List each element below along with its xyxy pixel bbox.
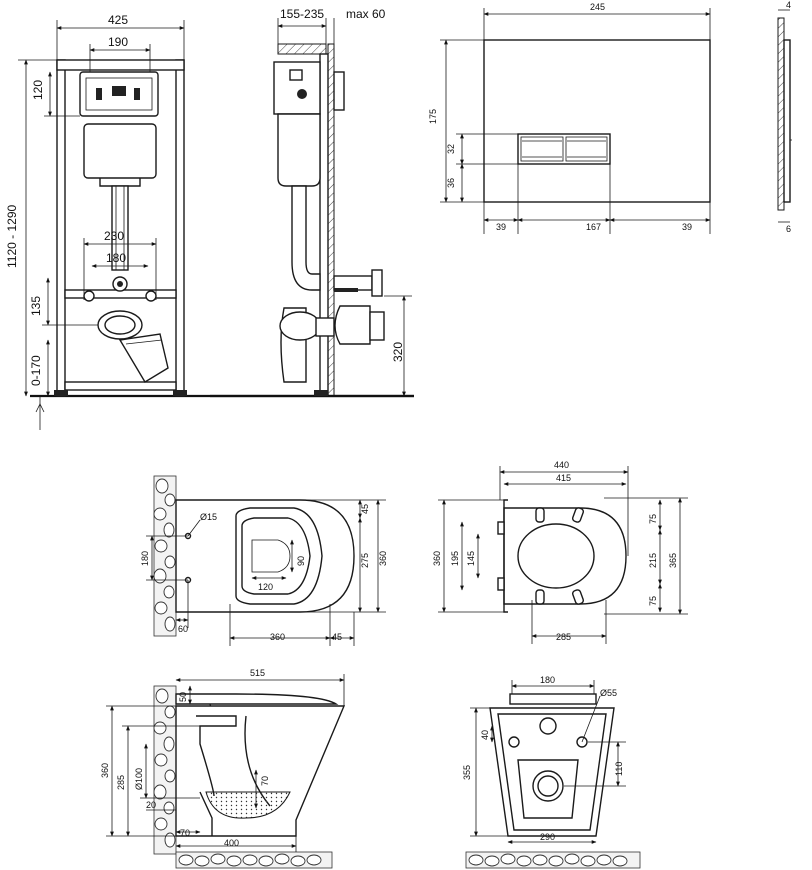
dim-back-hole-height: 40 — [480, 730, 490, 740]
dim-seat-inner: 415 — [556, 473, 571, 483]
dim-plate-width-245: 245 — [590, 2, 605, 12]
stone-wall-top — [153, 475, 177, 637]
frame-side-dimensions: 155-235 max 60 320 — [277, 7, 412, 397]
dim-wall-depth: 6 — [786, 224, 791, 234]
dim-side-total-length: 515 — [250, 668, 265, 678]
seat-top-view — [497, 499, 627, 613]
dim-back-bottom-width: 290 — [540, 832, 555, 842]
dim-outlet-bottom: 20 — [146, 800, 156, 810]
dim-side-height: 360 — [100, 763, 110, 778]
dim-back-top-width: 180 — [540, 675, 555, 685]
dim-drain-axis: 320 — [391, 342, 405, 362]
dim-rim-gap: 45 — [360, 504, 370, 514]
dim-bolt-inner: 180 — [106, 251, 126, 265]
bowl-top-view — [153, 475, 355, 637]
dim-seat-width: 285 — [556, 632, 571, 642]
dim-seat-outer: 440 — [554, 460, 569, 470]
frame-side-view — [210, 43, 414, 398]
dim-back-hole-diameter: Ø55 — [600, 688, 617, 698]
dim-drain-height: 135 — [29, 296, 43, 316]
dim-bottom-margin: 75 — [648, 596, 658, 606]
dim-total-length: 360 — [270, 632, 285, 642]
dim-hinge-inner: 145 — [466, 551, 476, 566]
dim-overall-width: 360 — [378, 551, 388, 566]
frame-front-view — [30, 59, 414, 398]
dim-button-height: 32 — [446, 144, 456, 154]
bowl-top-dimensions: Ø15 180 60 90 120 360 45 45 275 360 — [140, 499, 388, 646]
dim-outlet-height: 285 — [116, 775, 126, 790]
stone-floor-side — [175, 851, 333, 869]
dim-hole-diameter: Ø15 — [200, 512, 217, 522]
dim-side-right: 39 — [682, 222, 692, 232]
dim-inner-depth: 90 — [296, 556, 306, 566]
dim-inner-width: 120 — [258, 582, 273, 592]
dim-back-height: 355 — [462, 765, 472, 780]
seat-top-dimensions: 440 415 360 195 145 285 75 215 75 365 — [432, 460, 688, 644]
dim-seat-total: 365 — [668, 553, 678, 568]
dim-hinge-span: 195 — [450, 551, 460, 566]
dim-button-span: 167 — [586, 222, 601, 232]
dim-plate-height: 175 — [428, 109, 438, 124]
dim-back-side-height: 110 — [614, 762, 624, 776]
dim-hole-offset: 60 — [178, 624, 188, 634]
dim-mid-span: 215 — [648, 553, 658, 568]
dim-button-bottom: 36 — [446, 178, 456, 188]
dim-front-gap: 45 — [332, 632, 342, 642]
dim-leg-adjust: 0-170 — [29, 355, 43, 386]
dim-base-length: 400 — [224, 838, 239, 848]
dim-frame-width: 425 — [108, 13, 128, 27]
flush-plate-dimensions: 245 175 32 36 39 167 39 4 6 — [428, 0, 791, 234]
dim-bottom-gap: 70 — [180, 828, 190, 838]
dim-hole-spacing: 180 — [140, 551, 150, 566]
dim-wall-max: max 60 — [346, 7, 386, 21]
stone-wall-side — [153, 685, 177, 855]
dim-plate-thickness: 4 — [786, 0, 791, 10]
dim-side-left: 39 — [496, 222, 506, 232]
frame-front-dimensions: 425 190 1120 - 1290 120 230 180 135 0-17… — [5, 13, 185, 430]
dim-plate-width: 190 — [108, 35, 128, 49]
dim-top-margin: 75 — [648, 514, 658, 524]
bowl-back-dimensions: 180 Ø55 40 355 110 290 — [462, 675, 626, 844]
dim-bowl-depth: 275 — [360, 553, 370, 568]
dim-top-offset: 120 — [31, 80, 45, 100]
bowl-side-dimensions: 515 50 360 285 Ø100 20 70 70 400 — [100, 668, 345, 852]
flush-plate-view — [483, 17, 792, 211]
stone-floor-back — [465, 851, 641, 869]
dim-outlet-diameter: Ø100 — [134, 768, 144, 790]
dim-water-depth: 70 — [260, 776, 270, 786]
dim-seat-thickness: 50 — [178, 692, 188, 702]
dim-seat-height: 360 — [432, 551, 442, 566]
dim-frame-height: 1120 - 1290 — [5, 205, 19, 268]
dim-bolt-outer: 230 — [104, 229, 124, 243]
bowl-side-view — [153, 685, 346, 869]
dim-frame-depth: 155-235 — [280, 7, 324, 21]
